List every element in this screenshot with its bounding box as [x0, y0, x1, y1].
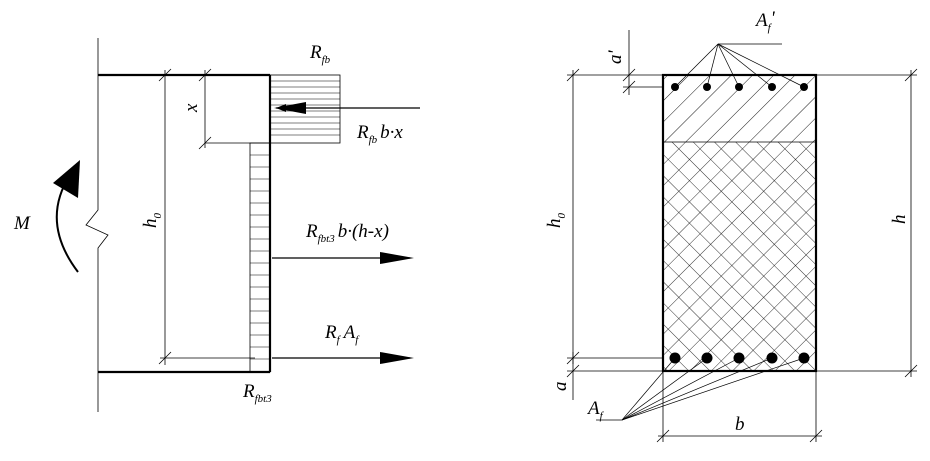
- section-break-line: [85, 38, 109, 412]
- tension-hatching: [250, 154, 270, 360]
- h0-dimension: [158, 68, 270, 365]
- moment-arrowhead: [53, 160, 80, 198]
- a-prime-dimension: [622, 30, 663, 95]
- rebar-force-head: [380, 352, 414, 364]
- x-label: x: [181, 103, 202, 113]
- right-h0-label: h0: [544, 213, 568, 229]
- b-label: b: [735, 414, 745, 435]
- moment-label: M: [13, 213, 31, 234]
- a-dimension: [566, 352, 663, 400]
- right-h0-dimension: [566, 68, 663, 365]
- compression-stress-label: Rfb: [309, 42, 331, 66]
- top-rebar-leaders: [674, 43, 805, 88]
- h-label: h: [889, 215, 910, 225]
- a-prime-label: a': [605, 50, 626, 65]
- bottom-rebar-label: Af: [586, 398, 605, 422]
- b-dimension: [656, 371, 823, 443]
- top-rebar-label: Af': [754, 8, 776, 34]
- compression-force-head: [274, 102, 306, 114]
- a-label: a: [550, 382, 571, 392]
- fiber-tension-force-head: [380, 252, 414, 264]
- compression-stress-block: [269, 74, 341, 144]
- x-dimension: [198, 68, 212, 150]
- h0-label: h0: [140, 213, 164, 229]
- tension-zone-crosshatch: [663, 142, 816, 371]
- h-dimension: [816, 68, 918, 378]
- cross-section-outline: [661, 73, 818, 373]
- right-diagram: a' Af' h0 h a Af b: [544, 8, 918, 443]
- tension-stress-label: Rfbt3: [242, 381, 272, 405]
- bottom-rebar-leaders: [596, 357, 805, 421]
- tension-stress-block: [249, 142, 271, 373]
